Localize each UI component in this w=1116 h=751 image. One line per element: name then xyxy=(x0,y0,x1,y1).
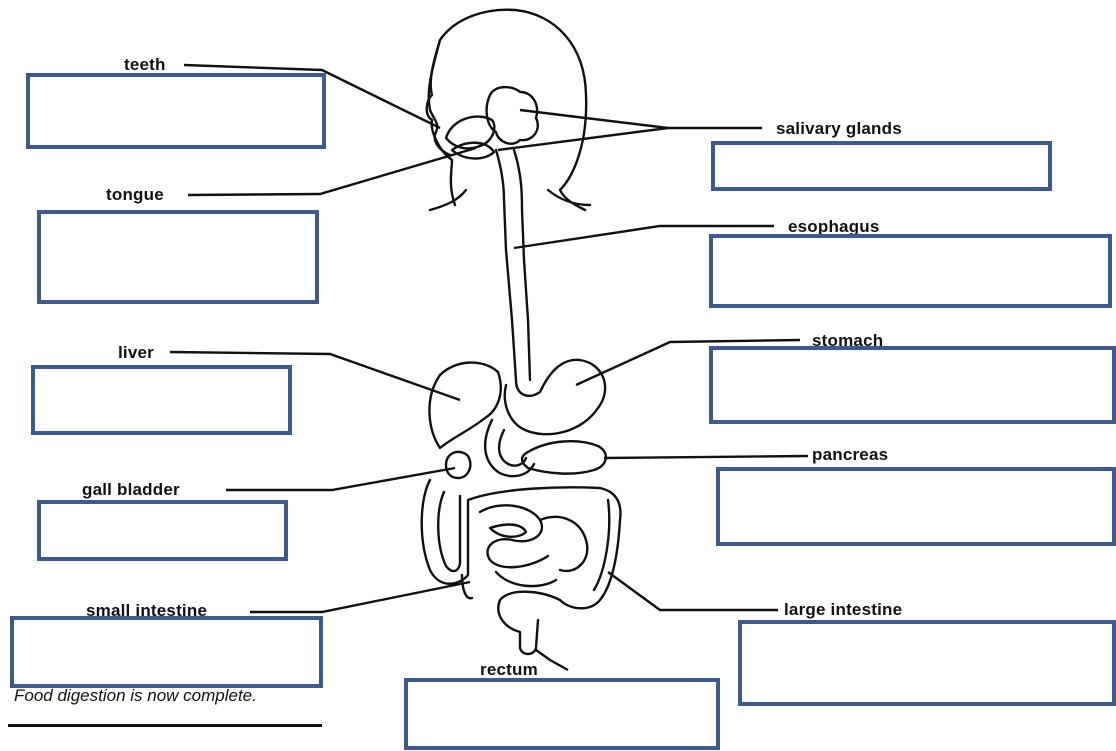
rectum-shape xyxy=(498,592,560,654)
answer-box-tongue[interactable] xyxy=(37,210,319,304)
large-intestine-right xyxy=(594,500,609,590)
label-teeth: teeth xyxy=(124,56,166,73)
throat xyxy=(496,150,516,380)
small-intestine-coil-3 xyxy=(540,517,587,571)
label-esophagus: esophagus xyxy=(788,218,880,235)
small-intestine-coil-2 xyxy=(490,525,526,537)
salivary-glands-leader-line-2 xyxy=(498,128,668,150)
salivary-glands-leader-line-1 xyxy=(520,110,762,128)
pancreas-leader-line xyxy=(604,456,808,458)
label-pancreas: pancreas xyxy=(812,446,888,463)
answer-box-small-intestine[interactable] xyxy=(10,616,323,688)
answer-box-large-intestine[interactable] xyxy=(738,620,1116,706)
answer-box-salivary-glands[interactable] xyxy=(711,141,1052,191)
answer-box-teeth[interactable] xyxy=(26,73,326,149)
rectum-leader-line xyxy=(536,650,568,670)
tongue-shape xyxy=(452,143,494,159)
shoulder-right xyxy=(548,190,590,205)
label-large-intestine: large intestine xyxy=(784,601,902,618)
answer-box-liver[interactable] xyxy=(31,365,292,435)
small-intestine-leader-line xyxy=(250,582,470,612)
head-outline xyxy=(427,10,586,210)
tongue-leader-line xyxy=(188,148,476,195)
throat-back xyxy=(514,150,530,380)
large-intestine-inner xyxy=(438,492,460,571)
label-gall-bladder: gall bladder xyxy=(82,481,180,498)
answer-box-pancreas[interactable] xyxy=(716,467,1116,546)
answer-box-esophagus[interactable] xyxy=(709,234,1112,308)
liver-shape xyxy=(429,363,500,448)
answer-box-stomach[interactable] xyxy=(709,346,1116,424)
large-intestine-leader-line xyxy=(608,572,778,610)
label-salivary-glands: salivary glands xyxy=(776,120,902,137)
caption-text: Food digestion is now complete. xyxy=(14,686,257,706)
gall-bladder-leader-line xyxy=(226,468,455,490)
caption-underline xyxy=(8,724,322,727)
gall-bladder-shape xyxy=(446,452,470,478)
salivary-gland-shape xyxy=(487,87,538,144)
large-intestine-shape xyxy=(422,480,621,608)
shoulder-left xyxy=(430,190,466,210)
answer-box-gall-bladder[interactable] xyxy=(37,500,288,561)
stomach-shape xyxy=(505,360,605,434)
label-liver: liver xyxy=(118,344,154,361)
label-tongue: tongue xyxy=(106,186,164,203)
small-intestine-coil-4 xyxy=(496,572,556,586)
answer-box-rectum[interactable] xyxy=(404,678,720,750)
pancreas-shape xyxy=(522,441,606,473)
label-rectum: rectum xyxy=(480,661,538,678)
